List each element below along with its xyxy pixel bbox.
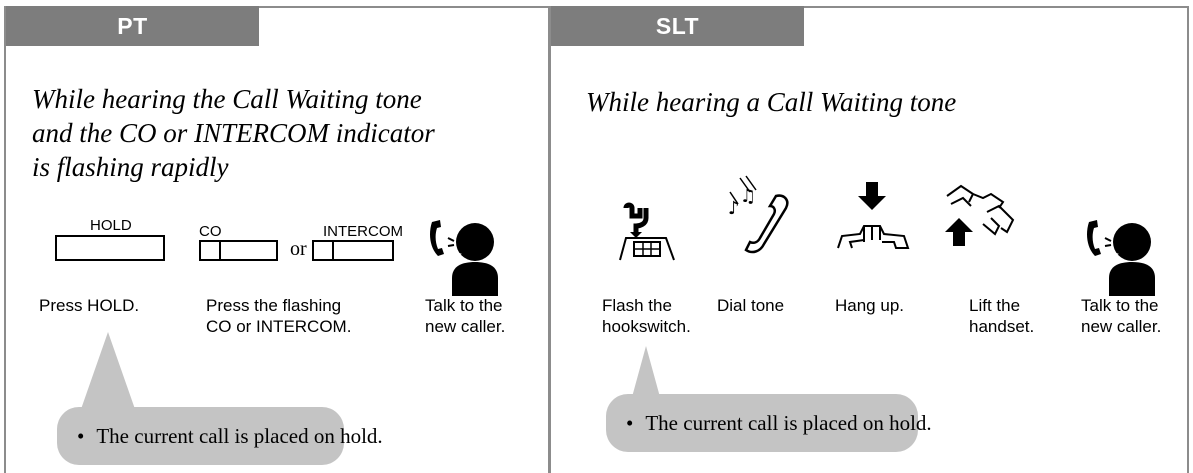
- slt-tab: SLT: [551, 6, 804, 46]
- pt-talk-line-2: new caller.: [425, 317, 506, 336]
- lift-handset-icon: [945, 184, 1015, 246]
- dial-tone-icon: ♪ ♫: [728, 175, 789, 254]
- press-flashing-line-1: Press the flashing: [206, 296, 342, 315]
- flash-line-2: hookswitch.: [602, 317, 691, 336]
- slt-note-pointer: [629, 346, 663, 408]
- intercom-key-label: INTERCOM: [323, 223, 403, 240]
- pt-heading-line-2: and the CO or INTERCOM indicator: [32, 118, 435, 148]
- pt-panel: PT While hearing the Call Waiting tone a…: [4, 6, 550, 473]
- press-flashing-line-2: CO or INTERCOM.: [206, 317, 352, 336]
- slt-panel-top-border: [551, 6, 1187, 8]
- flash-line-1: Flash the: [602, 296, 672, 315]
- slt-panel: SLT While hearing a Call Waiting tone ♪ …: [549, 6, 1189, 473]
- svg-text:♪: ♪: [728, 198, 740, 219]
- hold-key-label: HOLD: [90, 217, 132, 234]
- hang-up-label: Hang up.: [835, 296, 904, 315]
- slt-note-bullet: •: [626, 411, 634, 435]
- intercom-button-divider: [332, 240, 334, 261]
- slt-heading: While hearing a Call Waiting tone: [586, 87, 957, 117]
- hold-button: [55, 235, 165, 261]
- pt-note: • The current call is placed on hold.: [57, 407, 383, 465]
- pt-heading-line-1: While hearing the Call Waiting tone: [32, 84, 422, 114]
- pt-talk-line-1: Talk to the: [425, 296, 503, 315]
- lift-handset-label: Lift the handset.: [969, 295, 1034, 337]
- intercom-button: [312, 240, 394, 261]
- pt-note-bullet: •: [77, 424, 85, 448]
- press-flashing-label: Press the flashing CO or INTERCOM.: [206, 295, 351, 337]
- svg-text:♫: ♫: [740, 186, 756, 207]
- pt-tab: PT: [6, 6, 259, 46]
- pt-talk-label: Talk to the new caller.: [425, 295, 505, 337]
- slt-talk-line-1: Talk to the: [1081, 296, 1159, 315]
- co-key-label: CO: [199, 223, 222, 240]
- lift-line-2: handset.: [969, 317, 1035, 336]
- press-hold-label: Press HOLD.: [39, 296, 140, 315]
- pt-note-text: The current call is placed on hold.: [96, 424, 383, 448]
- hang-up-icon: [837, 182, 910, 249]
- slt-talk-to-caller-icon: [1087, 220, 1155, 296]
- slt-talk-label: Talk to the new caller.: [1081, 295, 1161, 337]
- co-button-divider: [219, 240, 221, 261]
- or-text: or: [290, 238, 307, 260]
- flash-hookswitch-label: Flash the hookswitch.: [602, 295, 691, 337]
- co-button: [199, 240, 278, 261]
- pt-panel-top-border: [6, 6, 548, 8]
- pt-heading-line-3: is flashing rapidly: [32, 152, 229, 182]
- lift-line-1: Lift the: [969, 296, 1021, 315]
- slt-talk-line-2: new caller.: [1081, 317, 1162, 336]
- hookswitch-icon: [619, 202, 675, 261]
- slt-note: • The current call is placed on hold.: [606, 394, 932, 452]
- dial-tone-label: Dial tone: [717, 296, 785, 315]
- pt-heading: While hearing the Call Waiting tone and …: [32, 82, 435, 184]
- slt-note-text: The current call is placed on hold.: [645, 411, 932, 435]
- talk-to-caller-icon: [430, 220, 498, 296]
- pt-note-pointer: [80, 332, 136, 412]
